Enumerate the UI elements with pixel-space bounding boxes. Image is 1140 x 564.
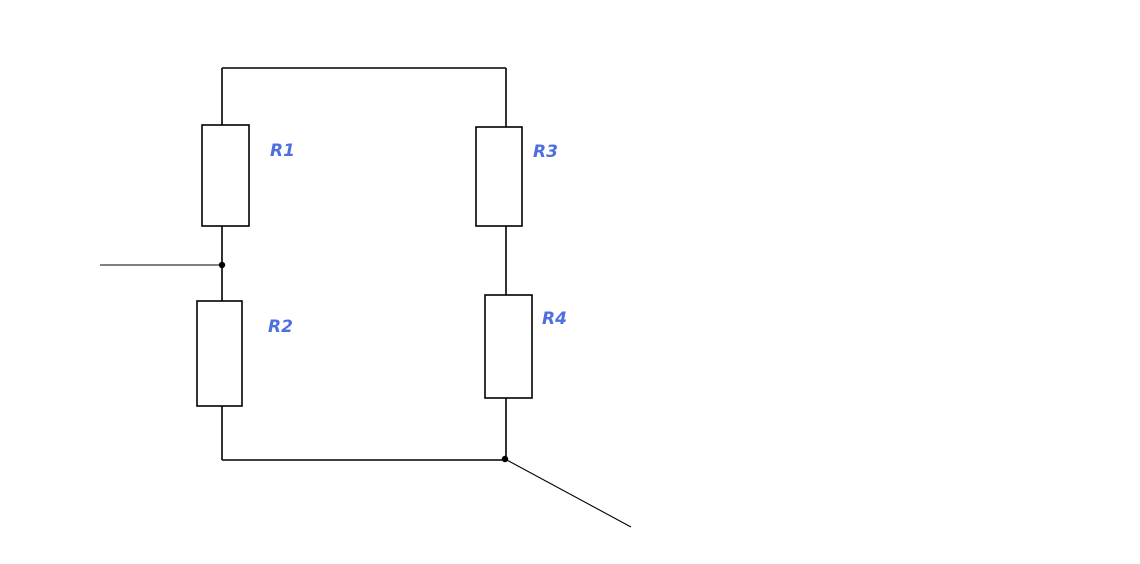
resistor-r1: [201, 124, 250, 227]
label-r2: R2: [268, 317, 293, 337]
bottom-right-junction-node: [501, 455, 509, 463]
label-r4: R4: [542, 309, 567, 329]
left-junction-node: [218, 261, 226, 269]
label-r1: R1: [270, 141, 295, 161]
resistor-r4: [484, 294, 533, 399]
label-r3: R3: [533, 142, 558, 162]
resistor-r3: [475, 126, 523, 227]
bottom-right-output-lead: [504, 458, 632, 528]
resistor-r2: [196, 300, 243, 407]
